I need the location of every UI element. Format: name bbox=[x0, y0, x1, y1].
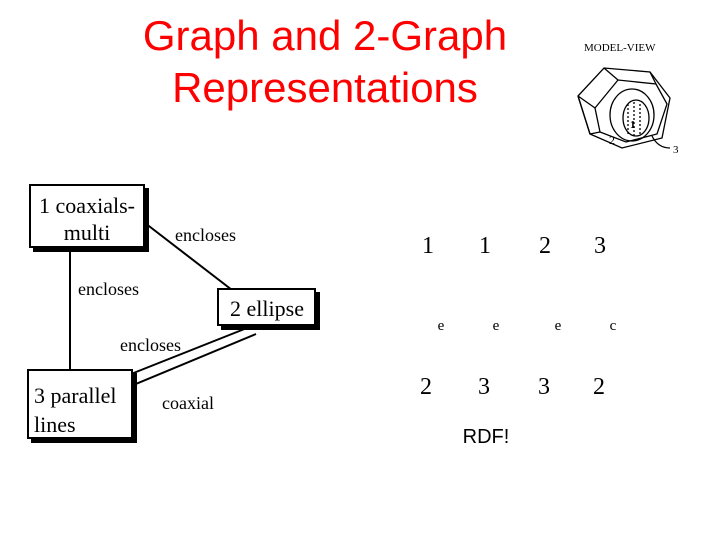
triple-column: 1 e 3 bbox=[478, 233, 500, 400]
node-label: 2 ellipse bbox=[230, 296, 304, 321]
triple-top-node: 2 bbox=[539, 233, 551, 259]
edge-label-encloses: encloses bbox=[78, 279, 139, 299]
edge-label-coaxial: coaxial bbox=[162, 393, 214, 413]
face-label-3: 3 bbox=[673, 144, 679, 156]
two-graph: 1 e 2 1 e 3 2 e 3 3 c 2 RDF! bbox=[420, 233, 617, 448]
triple-column: 1 e 2 bbox=[420, 233, 445, 400]
leader-line-3 bbox=[651, 135, 671, 149]
bore-inner-ellipse bbox=[622, 99, 650, 137]
triple-bottom-node: 3 bbox=[478, 374, 490, 400]
model-view-label: MODEL-VIEW bbox=[584, 42, 656, 54]
edge-labels: encloses encloses encloses coaxial bbox=[78, 225, 236, 413]
triple-bottom-node: 2 bbox=[420, 374, 432, 400]
triple-relation: c bbox=[610, 318, 617, 334]
hex-edge bbox=[589, 131, 601, 135]
title-line-2: Representations bbox=[172, 64, 478, 111]
graph-edges bbox=[69, 222, 257, 387]
node-coaxials: 1 coaxials- multi bbox=[29, 184, 149, 252]
triple-relation: e bbox=[555, 318, 562, 334]
edge-label-encloses: encloses bbox=[175, 225, 236, 245]
face-label-2: 2 bbox=[609, 133, 615, 147]
node-box bbox=[29, 184, 145, 248]
hex-edge bbox=[577, 95, 596, 109]
triple-relation: e bbox=[493, 318, 500, 334]
node-ellipse: 2 ellipse bbox=[217, 288, 320, 330]
triple-column: 2 e 3 bbox=[538, 233, 562, 400]
triple-relation: e bbox=[438, 318, 445, 334]
model-view-figure: MODEL-VIEW 1 2 3 bbox=[577, 42, 679, 156]
node-label-line-2: lines bbox=[34, 412, 76, 437]
edge-coaxials-ellipse bbox=[144, 222, 246, 301]
triple-bottom-node: 3 bbox=[538, 374, 550, 400]
edge-label-encloses: encloses bbox=[120, 335, 181, 355]
triple-top-node: 1 bbox=[422, 233, 434, 259]
bore-outer-ellipse bbox=[609, 88, 655, 142]
node-label-line-1: 3 parallel bbox=[34, 383, 116, 408]
node-label-line-1: 1 coaxials- bbox=[39, 193, 135, 218]
hex-edge bbox=[577, 95, 591, 135]
hex-face bbox=[594, 79, 668, 143]
title-line-1: Graph and 2-Graph bbox=[142, 12, 508, 59]
edge-parallel-ellipse-a bbox=[130, 325, 253, 375]
node-box bbox=[217, 288, 316, 326]
face-label-1: 1 bbox=[630, 119, 636, 131]
triple-top-node: 3 bbox=[594, 233, 606, 259]
node-label-line-2: multi bbox=[64, 220, 110, 245]
hex-edge bbox=[649, 71, 657, 85]
hex-nut-drawing: 1 2 3 bbox=[577, 67, 679, 156]
hex-edge bbox=[603, 67, 619, 81]
node-parallel: 3 parallel lines bbox=[27, 369, 137, 443]
rdf-note: RDF! bbox=[463, 426, 510, 448]
edge-parallel-ellipse-b bbox=[130, 333, 257, 387]
slide-title: Graph and 2-Graph Representations bbox=[0, 10, 650, 114]
triple-column: 3 c 2 bbox=[593, 233, 617, 400]
hex-outline bbox=[577, 67, 671, 149]
triple-top-node: 1 bbox=[479, 233, 491, 259]
node-box bbox=[27, 369, 133, 439]
triple-bottom-node: 2 bbox=[593, 374, 605, 400]
